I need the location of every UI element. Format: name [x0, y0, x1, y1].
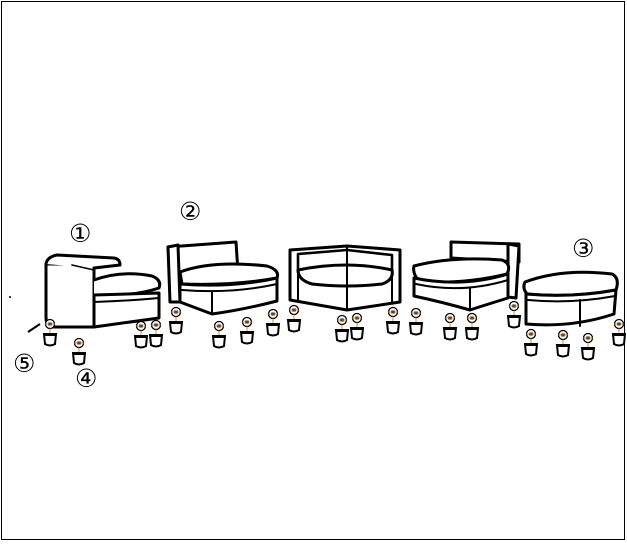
armless-module-2: [412, 240, 521, 312]
callout-2: ②: [179, 197, 201, 226]
marker-dot: [9, 296, 11, 298]
armless-module-1: [166, 240, 279, 316]
tool-indicator: [27, 323, 41, 333]
ottoman-module: [522, 270, 619, 327]
corner-module: [288, 244, 402, 312]
callout-5: ⑤: [13, 349, 35, 378]
callout-3: ③: [572, 234, 594, 263]
left-arm-module: [44, 253, 162, 329]
callout-1: ①: [69, 219, 91, 248]
callout-4: ④: [75, 364, 97, 393]
